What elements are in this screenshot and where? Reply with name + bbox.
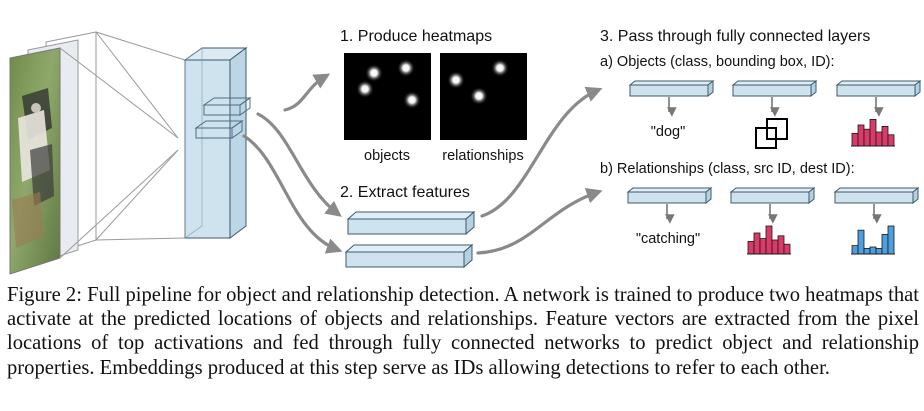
bounding-box-icon — [755, 118, 788, 149]
arrow-to-heatmaps — [283, 73, 331, 112]
heatmap-label-relationships: relationships — [442, 148, 523, 164]
arrow-to-relationship-fc — [476, 188, 603, 255]
histogram-bar — [863, 128, 871, 147]
pipeline-diagram: 1. Produce heatmaps objects relationship… — [9, 28, 922, 275]
histogram-bar — [851, 245, 859, 255]
histogram-bar — [857, 124, 865, 147]
fc-object-bbox — [731, 79, 818, 98]
histogram-bar — [863, 247, 871, 255]
histogram-bar — [875, 247, 883, 255]
tensor-side-face — [229, 47, 247, 239]
step1-title: 1. Produce heatmaps — [340, 28, 492, 45]
objects-heatmap — [344, 53, 431, 140]
histogram-bar — [887, 134, 895, 147]
fc-output-arrows — [665, 97, 884, 224]
histogram-bar — [851, 132, 859, 147]
projection-lines — [59, 31, 186, 259]
histogram-bar — [869, 246, 877, 255]
figure-caption: Figure 2: Full pipeline for object and r… — [7, 284, 919, 379]
feature-crop-lower — [194, 120, 244, 139]
relationships-heatmap — [440, 53, 527, 140]
histogram-bar — [777, 235, 785, 255]
histogram-bar — [759, 238, 767, 255]
histogram-bar — [783, 243, 791, 255]
feature-vector-object — [346, 210, 476, 236]
arrow-to-feature-lower — [242, 134, 343, 254]
histogram-bar — [875, 131, 883, 147]
histogram-bar — [857, 229, 865, 255]
arrow-to-object-fc — [480, 86, 603, 218]
pipeline-arrows — [242, 73, 603, 255]
histogram-bar — [881, 126, 889, 147]
fc-blocks — [626, 79, 922, 205]
histogram-bar — [881, 233, 889, 255]
histogram-icon-object-id — [851, 119, 895, 147]
dog-photo-thumbnail — [9, 47, 61, 275]
histogram-icon-relationship-dest — [851, 225, 895, 255]
fc-object-class — [628, 79, 715, 98]
histogram-bar — [747, 240, 755, 255]
feature-tensor — [183, 47, 252, 239]
histogram-bar — [765, 225, 773, 255]
histogram-bar — [887, 225, 895, 255]
relationships-subtitle: b) Relationships (class, src ID, dest ID… — [600, 161, 855, 177]
heatmap-label-objects: objects — [364, 148, 410, 164]
step3-title: 3. Pass through fully connected layers — [600, 28, 870, 45]
fc-relationship-dest — [833, 186, 920, 205]
histogram-bar — [771, 239, 779, 255]
histogram-bar — [753, 232, 761, 255]
histogram-icon-relationship-src — [747, 225, 791, 255]
objects-subtitle: a) Objects (class, bounding box, ID): — [600, 54, 835, 70]
relationship-class-output: "catching" — [636, 231, 700, 247]
fc-relationship-class — [626, 186, 713, 205]
fc-relationship-src — [729, 186, 816, 205]
object-class-output: "dog" — [651, 124, 686, 140]
tensor-front-face — [184, 59, 231, 239]
feature-crop-upper — [202, 97, 252, 116]
arrow-to-feature-upper — [256, 112, 342, 217]
feature-vector-relationship — [344, 243, 474, 269]
step2-title: 2. Extract features — [340, 184, 470, 201]
histogram-bar — [869, 119, 877, 147]
input-image-stack — [9, 31, 97, 275]
fc-object-id — [835, 79, 922, 98]
